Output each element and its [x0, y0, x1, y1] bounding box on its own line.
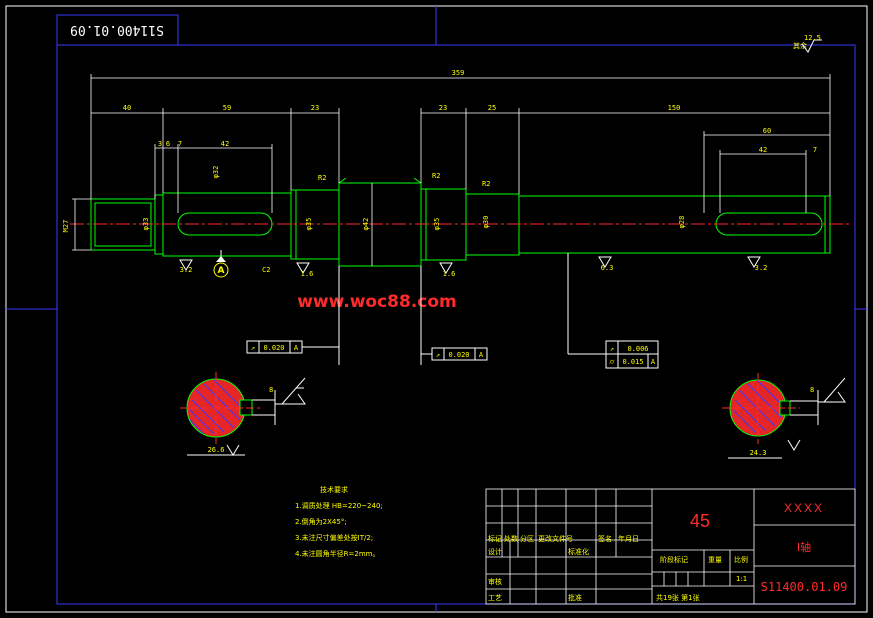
svg-text:签名: 签名 — [598, 534, 612, 543]
ra-1-6-a: 1.6 — [301, 270, 314, 278]
dim-6: 6 — [166, 140, 170, 148]
svg-text:0.020: 0.020 — [448, 351, 469, 359]
svg-text:设计: 设计 — [488, 547, 502, 556]
drawing-code-rotated: S11400.01.09 — [70, 22, 164, 37]
dim-phi28: φ28 — [678, 216, 686, 229]
tech-item-3: 3.未注尺寸偏差处按IT/2; — [295, 533, 373, 542]
dim-phi33: φ33 — [142, 218, 150, 231]
shaft-outline — [90, 177, 831, 267]
svg-text:0.015: 0.015 — [622, 358, 643, 366]
svg-text:0.006: 0.006 — [627, 345, 648, 353]
centering-marks — [6, 6, 867, 612]
dim-7-right: 7 — [813, 146, 817, 154]
svg-text:审核: 审核 — [488, 577, 502, 586]
title-part-name: I轴 — [797, 540, 811, 554]
ra-3-2-b: 3.2 — [755, 264, 768, 272]
svg-text:标准化: 标准化 — [568, 547, 589, 556]
svg-text:阶段标记: 阶段标记 — [660, 555, 688, 564]
svg-text:↗: ↗ — [436, 351, 440, 359]
dim-phi35-right: φ35 — [433, 218, 441, 231]
svg-text:A: A — [651, 358, 656, 366]
svg-text:8: 8 — [269, 386, 273, 394]
svg-text:24.3: 24.3 — [750, 449, 767, 457]
tech-title: 技术要求 — [320, 485, 348, 494]
roughness-value: 12.5 — [804, 34, 821, 42]
dim-42-left: 42 — [221, 140, 229, 148]
svg-text:共19张 第1张: 共19张 第1张 — [656, 593, 700, 602]
svg-text:0.020: 0.020 — [263, 344, 284, 352]
ra-3-2-a: 3.2 — [180, 266, 193, 274]
dim-r2-b: R2 — [432, 172, 440, 180]
roughness-symbol-icon — [801, 39, 822, 53]
dim-25: 25 — [488, 104, 496, 112]
dim-42-right: 42 — [759, 146, 767, 154]
svg-text:分区: 分区 — [520, 534, 534, 543]
drawing-code-box — [56, 14, 179, 46]
section-view-right: 8 24.3 — [722, 373, 846, 459]
dim-phi42: φ42 — [362, 218, 370, 231]
tech-item-1: 1.调质处理 HB=220~240; — [295, 501, 383, 510]
svg-text:批准: 批准 — [568, 593, 582, 602]
svg-text:26.6: 26.6 — [208, 446, 225, 454]
svg-text:标记: 标记 — [488, 534, 502, 543]
ra-1-6-b: 1.6 — [443, 270, 456, 278]
datum-circle — [213, 262, 229, 278]
datum-triangle-icon — [216, 256, 226, 262]
title-block-labels: 标记 处数 分区 更改文件号 签名 年月日 设计 标准化 审核 工艺 批准 阶段… — [488, 501, 847, 602]
roughness-marks — [179, 256, 761, 274]
dim-overall: 359 — [452, 69, 465, 77]
dimension-labels: 359 40 59 23 23 25 150 60 42 42 3 6 7 7 … — [62, 69, 817, 274]
svg-text:⌭: ⌭ — [609, 358, 614, 366]
svg-text:年月日: 年月日 — [618, 534, 639, 543]
svg-text:重量: 重量 — [708, 556, 722, 564]
dim-phi32: φ32 — [212, 166, 220, 179]
tech-item-2: 2.倒角为2X45°; — [295, 517, 347, 526]
svg-text:更改文件号: 更改文件号 — [538, 534, 573, 543]
dim-c2: C2 — [262, 266, 270, 274]
dimension-lines — [72, 74, 831, 266]
svg-text:↗: ↗ — [251, 344, 255, 352]
svg-text:8: 8 — [810, 386, 814, 394]
svg-text:比例: 比例 — [734, 555, 748, 564]
title-block — [485, 488, 856, 605]
tolerance-frame-3: ↗ 0.006 ⌭ 0.015 A — [567, 253, 659, 369]
dim-150: 150 — [668, 104, 681, 112]
svg-text:处数: 处数 — [504, 534, 518, 543]
tech-requirements: 技术要求 1.调质处理 HB=220~240; 2.倒角为2X45°; 3.未注… — [295, 485, 383, 558]
svg-text:A: A — [479, 351, 484, 359]
roughness-label: 其余 — [793, 41, 807, 50]
section-view-left: 8 26.6 — [180, 372, 306, 456]
dim-59: 59 — [223, 104, 231, 112]
datum-label: A — [218, 266, 225, 276]
dim-phi35-left: φ35 — [305, 218, 313, 231]
dim-40: 40 — [123, 104, 131, 112]
tech-item-4: 4.未注圆角半径R=2mm。 — [295, 549, 380, 558]
dim-r2-c: R2 — [482, 180, 490, 188]
dim-m27: M27 — [62, 220, 70, 233]
watermark: www.woc88.com — [297, 292, 457, 312]
svg-text:A: A — [294, 344, 299, 352]
svg-text:↗: ↗ — [610, 345, 614, 353]
tolerance-frame-1: ↗ 0.020 A — [246, 266, 340, 365]
dim-60: 60 — [763, 127, 771, 135]
dim-r2-a: R2 — [318, 174, 326, 182]
svg-text:工艺: 工艺 — [488, 594, 502, 602]
ra-6-3: 6.3 — [601, 264, 614, 272]
title-scale: 1:1 — [736, 575, 747, 583]
dim-7-left: 7 — [178, 140, 182, 148]
title-material: 45 — [690, 511, 710, 531]
title-drawing-no: S11400.01.09 — [761, 580, 848, 594]
dim-23-right: 23 — [439, 104, 447, 112]
dim-phi30: φ30 — [482, 216, 490, 229]
dim-23-left: 23 — [311, 104, 319, 112]
inner-frame — [56, 44, 856, 605]
tolerance-frame-2: ↗ 0.020 A — [420, 266, 488, 365]
dim-3: 3 — [158, 140, 162, 148]
title-company: XXXX — [784, 501, 824, 515]
